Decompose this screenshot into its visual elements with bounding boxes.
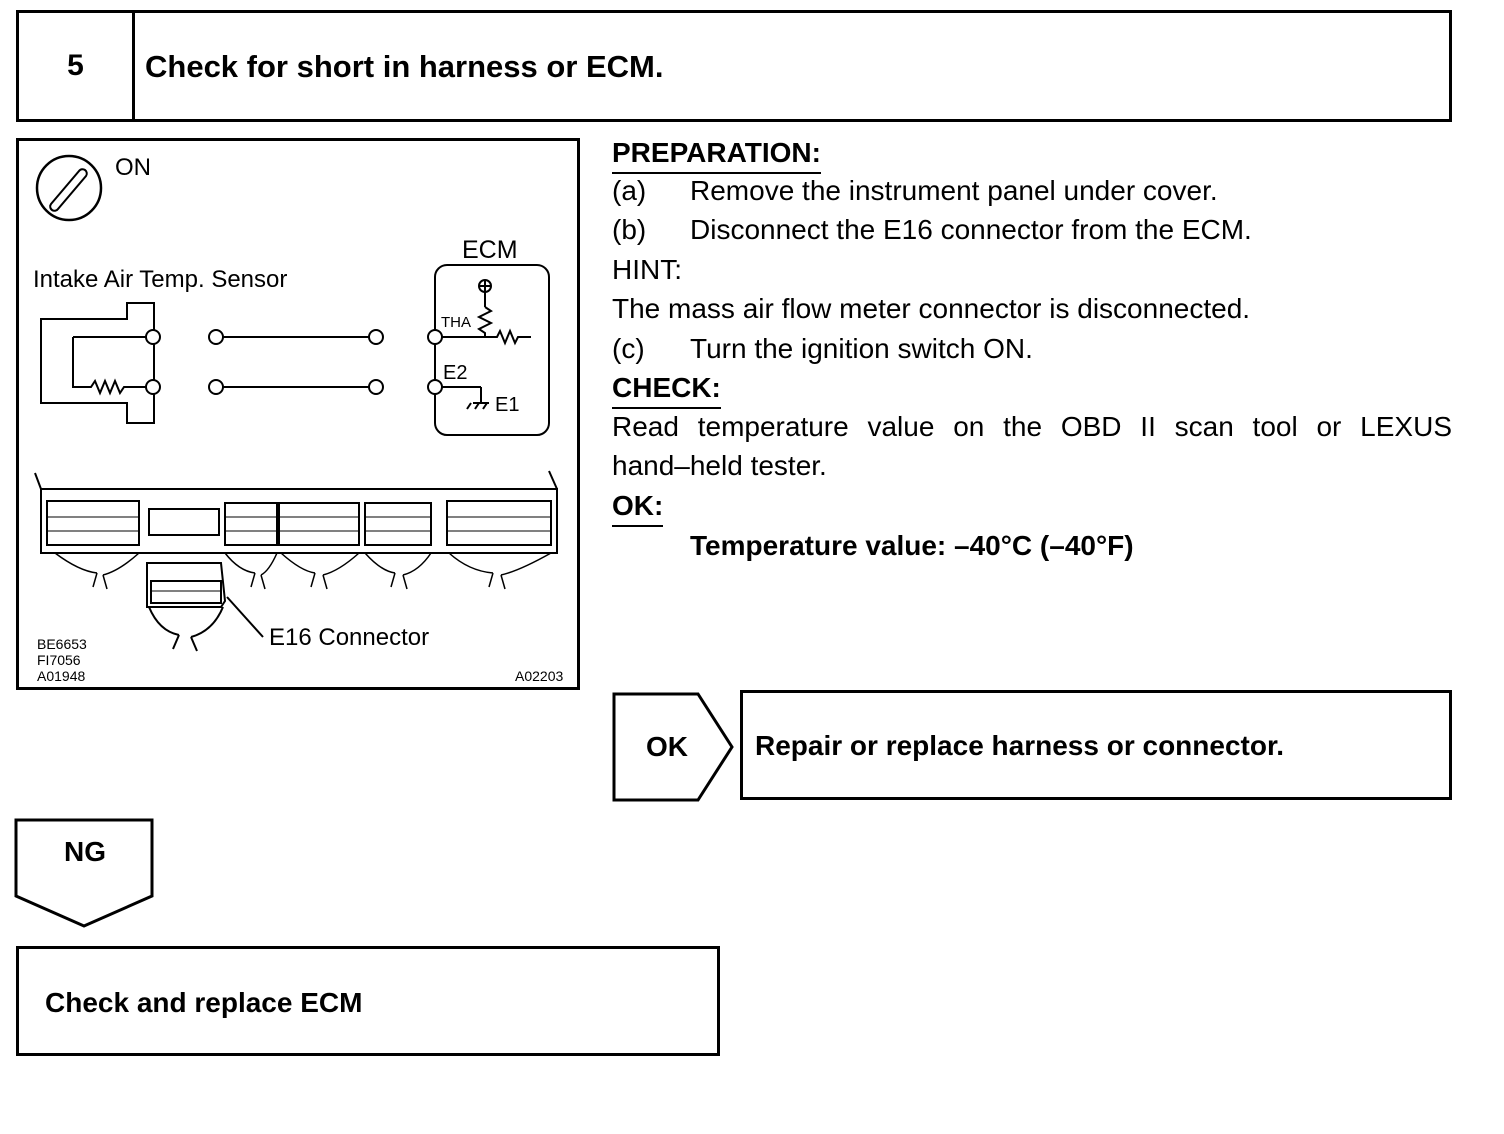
prep-step-c: (c)Turn the ignition switch ON. <box>612 333 1033 364</box>
sensor-label: Intake Air Temp. Sensor <box>33 266 287 293</box>
check-text-line2: hand–held tester. <box>612 450 827 481</box>
ng-action-text: Check and replace ECM <box>45 987 363 1018</box>
e16-connector-label: E16 Connector <box>269 624 429 651</box>
e16-connector-symbol <box>146 562 264 652</box>
step-divider <box>132 13 135 119</box>
hint-heading: HINT: <box>612 254 682 285</box>
ng-arrow-box <box>14 818 154 928</box>
harness-wires <box>208 329 384 395</box>
terminal-e1-label: E1 <box>495 394 519 416</box>
wire-bundles <box>54 552 552 590</box>
switch-on-label: ON <box>115 154 151 181</box>
ok-label: OK <box>646 731 688 762</box>
diagram-svg: ON Intake Air Temp. Sensor ECM <box>33 154 563 684</box>
ng-action-box: Check and replace ECM <box>16 946 720 1056</box>
hint-text: The mass air flow meter connector is dis… <box>612 293 1251 324</box>
check-text-line1: Read temperature value on the OBD II sca… <box>612 411 1452 442</box>
ok-heading: OK: <box>612 489 664 527</box>
preparation-heading: PREPARATION: <box>612 136 821 174</box>
check-heading: CHECK: <box>612 371 721 409</box>
ignition-key-icon <box>35 154 103 222</box>
ecm-box <box>427 264 550 436</box>
ok-action-box: Repair or replace harness or connector. <box>740 690 1452 800</box>
ok-spec-value: Temperature value: –40°C (–40°F) <box>690 530 1134 561</box>
ng-label: NG <box>64 836 106 867</box>
figure-code-1: BE6653 <box>37 636 87 652</box>
figure-code-right: A02203 <box>515 668 563 684</box>
ecm-label: ECM <box>462 236 518 264</box>
ecm-connector-block <box>34 470 558 554</box>
sensor-symbol <box>40 302 161 424</box>
figure-code-2: FI7056 <box>37 652 81 668</box>
ok-arrow-box <box>612 692 734 802</box>
ok-action-text: Repair or replace harness or connector. <box>755 730 1285 761</box>
figure-code-3: A01948 <box>37 668 85 684</box>
step-number: 5 <box>67 49 84 82</box>
prep-step-a: (a)Remove the instrument panel under cov… <box>612 175 1218 206</box>
step-header: 5 Check for short in harness or ECM. <box>16 10 1452 122</box>
terminal-tha-label: THA <box>441 314 471 331</box>
prep-step-b: (b)Disconnect the E16 connector from the… <box>612 214 1252 245</box>
connector-pins <box>47 516 551 532</box>
wiring-diagram: ON Intake Air Temp. Sensor ECM <box>16 138 580 690</box>
terminal-e2-label: E2 <box>443 362 467 384</box>
step-title: Check for short in harness or ECM. <box>145 49 664 84</box>
